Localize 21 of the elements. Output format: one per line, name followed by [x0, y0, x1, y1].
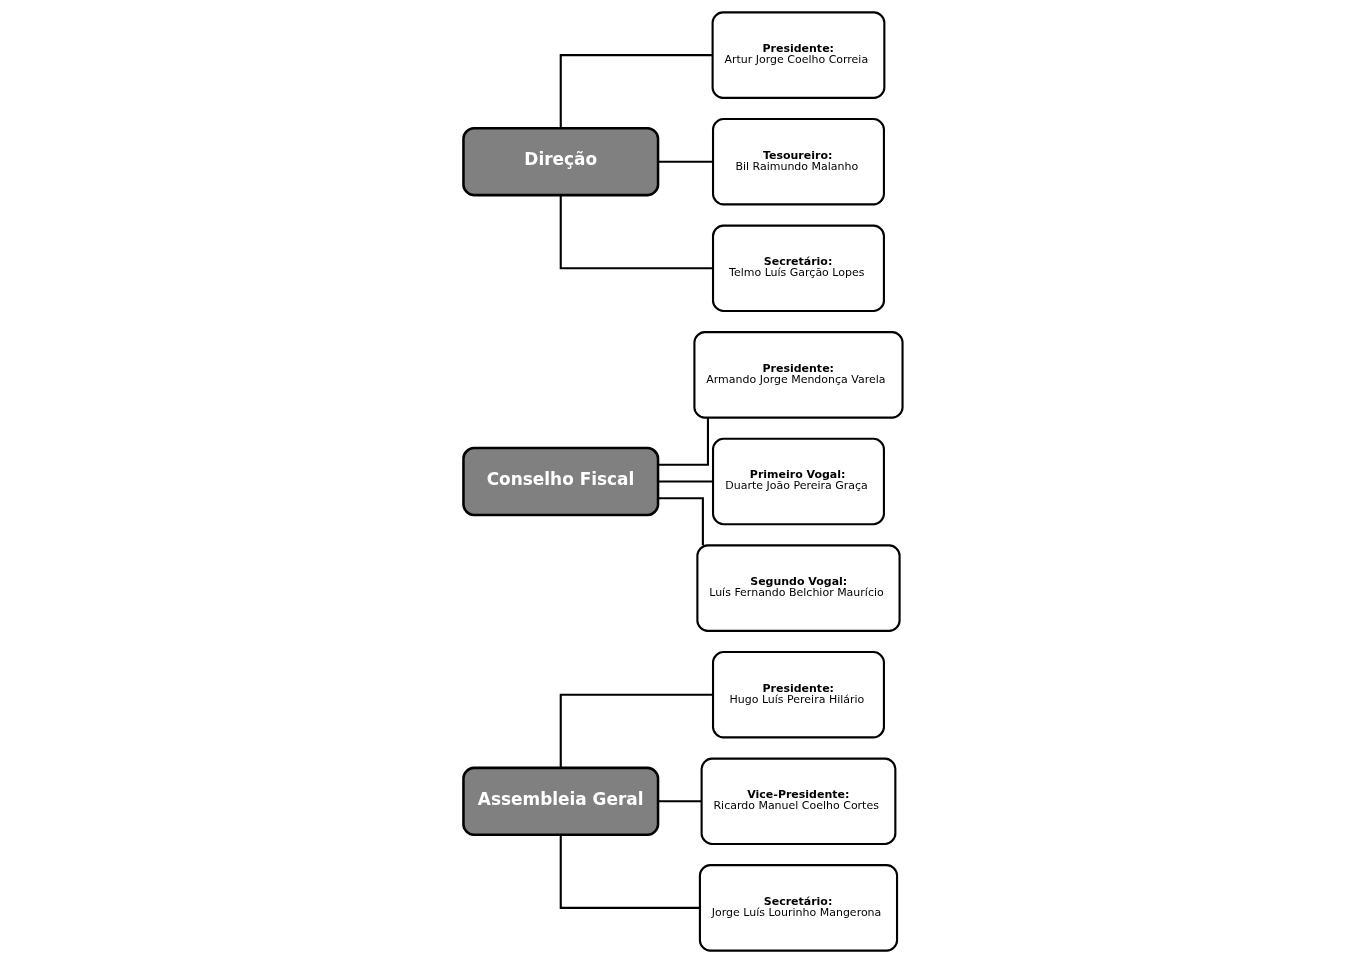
connector [658, 160, 713, 163]
connector [559, 693, 713, 768]
node-box: Direção [462, 126, 660, 196]
connector [658, 496, 704, 545]
node-box: Secretário: Telmo Luís Garção Lopes [711, 224, 885, 312]
connector [559, 53, 713, 128]
connector [658, 417, 709, 466]
node-box: Presidente: Armando Jorge Mendonça Varela [693, 330, 904, 419]
node-box: Secretário: Jorge Luís Lourinho Mangerona [698, 863, 899, 952]
node-box: Vice-Presidente: Ricardo Manuel Coelho Cortes [700, 757, 897, 845]
connector [559, 194, 713, 269]
connector [658, 479, 713, 483]
connector [658, 799, 702, 802]
connector [559, 834, 700, 909]
node-box: Tesoureiro: Bil Raimundo Malanho [711, 117, 885, 205]
node-box: Presidente: Artur Jorge Coelho Correia [711, 10, 886, 99]
node-box: Presidente: Hugo Luís Pereira Hilário [711, 650, 885, 738]
node-box: Conselho Fiscal [462, 446, 660, 516]
node-box: Assembleia Geral [462, 766, 660, 836]
node-box: Segundo Vogal: Luís Fernando Belchior Maurício [696, 543, 901, 632]
node-box: Primeiro Vogal: Duarte João Pereira Graça [711, 437, 885, 525]
